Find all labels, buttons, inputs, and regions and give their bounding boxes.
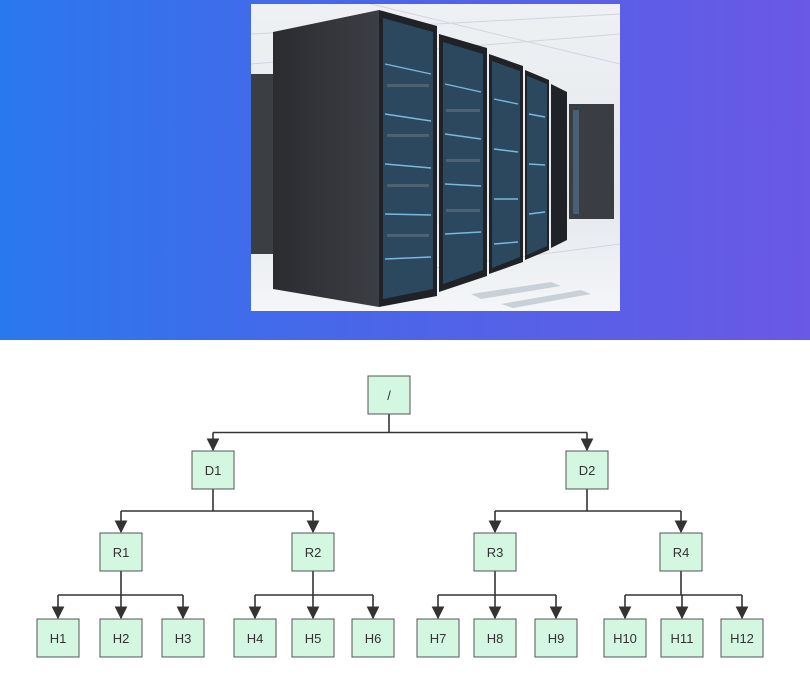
node-label: R3 xyxy=(487,545,504,560)
node-label: H11 xyxy=(671,631,694,646)
tree-node-l1-1: D2 xyxy=(565,450,609,490)
node-label: H9 xyxy=(548,631,565,646)
node-box xyxy=(291,532,335,572)
node-label: H2 xyxy=(113,631,130,646)
node-label: H4 xyxy=(247,631,264,646)
node-box xyxy=(660,618,704,658)
node-box xyxy=(473,532,517,572)
node-box xyxy=(36,618,80,658)
tree-node-leaf-11: H12 xyxy=(720,618,764,658)
node-box xyxy=(99,618,143,658)
node-label: H1 xyxy=(50,631,67,646)
tree-node-leaf-0: H1 xyxy=(36,618,80,658)
tree-node-leaf-2: H3 xyxy=(161,618,205,658)
tree-node-l2-0: R1 xyxy=(99,532,143,572)
node-box xyxy=(99,532,143,572)
node-box xyxy=(534,618,578,658)
tree-node-leaf-9: H10 xyxy=(603,618,647,658)
node-label: H3 xyxy=(175,631,192,646)
tree-node-leaf-8: H9 xyxy=(534,618,578,658)
node-label: R2 xyxy=(305,545,322,560)
tree-node-l2-1: R2 xyxy=(291,532,335,572)
node-label: D1 xyxy=(205,463,222,478)
node-label: H8 xyxy=(487,631,504,646)
node-label: / xyxy=(387,388,391,403)
node-label: H6 xyxy=(365,631,382,646)
node-box xyxy=(367,375,411,415)
tree-node-leaf-6: H7 xyxy=(416,618,460,658)
tree-edges xyxy=(51,414,749,620)
tree-node-leaf-10: H11 xyxy=(660,618,704,658)
node-label: H5 xyxy=(305,631,322,646)
tree-node-leaf-1: H2 xyxy=(99,618,143,658)
node-label: R4 xyxy=(673,545,690,560)
tree-node-l1-0: D1 xyxy=(191,450,235,490)
tree-node-l2-3: R4 xyxy=(659,532,703,572)
node-label: R1 xyxy=(113,545,130,560)
server-room-photo xyxy=(251,4,620,311)
tree-node-l2-2: R3 xyxy=(473,532,517,572)
tree-node-leaf-3: H4 xyxy=(233,618,277,658)
node-label: H12 xyxy=(730,631,754,646)
node-box xyxy=(603,618,647,658)
node-box xyxy=(720,618,764,658)
node-label: D2 xyxy=(579,463,596,478)
node-box xyxy=(416,618,460,658)
tree-node-leaf-4: H5 xyxy=(291,618,335,658)
node-label: H7 xyxy=(430,631,447,646)
node-box xyxy=(351,618,395,658)
node-box xyxy=(191,450,235,490)
tree-node-leaf-7: H8 xyxy=(473,618,517,658)
node-box xyxy=(161,618,205,658)
node-box xyxy=(473,618,517,658)
node-box xyxy=(565,450,609,490)
node-label: H10 xyxy=(613,631,637,646)
node-box xyxy=(233,618,277,658)
tree-node-leaf-5: H6 xyxy=(351,618,395,658)
node-box xyxy=(291,618,335,658)
tree-node-root: / xyxy=(367,375,411,415)
node-box xyxy=(659,532,703,572)
